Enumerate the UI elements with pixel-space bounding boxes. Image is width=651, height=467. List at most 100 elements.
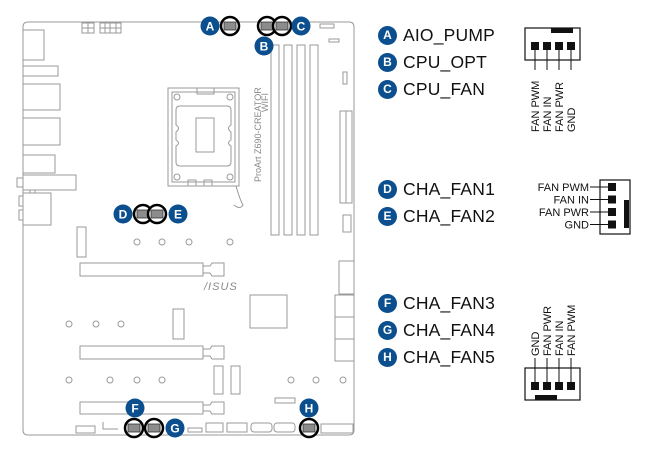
connector-key [535, 395, 557, 400]
legend-item-cha-fan2: E CHA_FAN2 [378, 205, 495, 227]
pin [608, 183, 616, 191]
pin [531, 42, 539, 50]
pin-label: FAN PWM [530, 81, 542, 132]
marker-letter: E [174, 208, 182, 222]
legend-badge-icon: E [378, 206, 397, 226]
marker-badge-d [113, 204, 133, 224]
marker-badge-f [125, 398, 145, 418]
legend-item-cha-fan1: D CHA_FAN1 [378, 178, 495, 200]
pin [608, 220, 616, 229]
pin [567, 382, 575, 390]
pcie-slot [79, 401, 225, 415]
board-model-label: ProArt Z690-CREATOR [253, 87, 263, 182]
legend-item-cpu-opt: B CPU_OPT [378, 51, 487, 73]
pin [543, 42, 551, 50]
pin [608, 195, 616, 204]
fan-header-connector [223, 21, 237, 31]
io-port [22, 29, 45, 61]
pin [531, 382, 539, 390]
pin-label: FAN PWR [554, 82, 566, 132]
connector-key [551, 28, 573, 33]
pcie-slot [79, 345, 225, 360]
dimm-slot [309, 44, 319, 236]
dimm-slot [270, 44, 280, 236]
pin-label: FAN IN [542, 96, 554, 132]
marker-letter: B [260, 40, 269, 54]
pin-label: GND [566, 108, 578, 133]
fan-header-connector [275, 21, 289, 31]
board-model-label-wifi: WIFI [260, 93, 270, 112]
pin [567, 42, 575, 50]
pin-label: GND [530, 332, 542, 357]
legend-label: CHA_FAN2 [403, 205, 496, 226]
fan-header-connector [150, 209, 164, 219]
io-port [18, 209, 24, 221]
pin [543, 382, 551, 390]
chipset [249, 294, 288, 329]
marker-badge-g [165, 418, 185, 438]
m2-slot [76, 226, 87, 258]
m2-slot [213, 365, 224, 395]
legend-label: AIO_PUMP [403, 24, 496, 45]
marker-letter: G [170, 422, 179, 436]
marker-badge-e [168, 204, 188, 224]
pin-label: GND [565, 220, 590, 232]
pin [608, 208, 616, 216]
legend-badge-icon: G [378, 320, 397, 340]
pin-label: FAN IN [554, 320, 566, 356]
m2-slot [172, 308, 185, 340]
fan-header-connector [147, 423, 161, 433]
pin [555, 382, 563, 390]
pin-label: FAN PWM [538, 182, 589, 194]
io-port [22, 117, 61, 146]
legend-item-cpu-fan: C CPU_FAN [378, 78, 485, 100]
marker-letter: F [131, 402, 138, 416]
io-port [16, 177, 24, 188]
marker-badge-b [254, 36, 274, 56]
legend-badge-icon: C [378, 79, 397, 99]
io-port [22, 192, 52, 226]
pcie-slot [79, 262, 225, 277]
fan-header-connector [260, 21, 274, 31]
connector-housing [599, 179, 631, 235]
board-outline [22, 21, 355, 436]
legend-label: CHA_FAN1 [403, 178, 496, 199]
marker-letter: C [297, 20, 306, 34]
cpu-socket [167, 87, 244, 208]
io-port [18, 195, 24, 207]
legend-badge-icon: H [378, 347, 397, 367]
dimm-slot [283, 44, 293, 236]
legend-item-cha-fan5: H CHA_FAN5 [378, 346, 495, 368]
pin-label: FAN PWR [542, 306, 554, 356]
legend-badge-icon: B [378, 52, 397, 72]
legend-label: CPU_OPT [403, 51, 488, 72]
marker-badge-h [299, 398, 319, 418]
legend-label: CHA_FAN5 [403, 346, 496, 367]
io-port [22, 154, 56, 174]
pin-label: FAN PWM [566, 305, 578, 356]
marker-badge-c [291, 16, 311, 36]
dimm-slot [296, 44, 306, 236]
asus-logo: /ISUS [203, 281, 238, 293]
legend-badge-icon: F [378, 293, 397, 313]
marker-letter: D [119, 208, 128, 222]
standoff-holes [65, 238, 347, 384]
legend-badge-icon: D [378, 179, 397, 199]
marker-letter: H [305, 402, 314, 416]
fan-header-connector [302, 423, 316, 433]
legend-label: CHA_FAN3 [403, 292, 496, 313]
marker-letter: A [206, 20, 215, 34]
pin-label: FAN PWR [539, 207, 589, 219]
m2-slot [230, 365, 241, 395]
connector-key [624, 200, 629, 228]
legend-label: CPU_FAN [403, 78, 486, 99]
legend-badge-icon: A [378, 25, 397, 45]
io-port [22, 65, 59, 77]
pin [555, 42, 563, 50]
pin-label: FAN IN [554, 195, 590, 207]
legend-item-aio-pump: A AIO_PUMP [378, 24, 495, 46]
